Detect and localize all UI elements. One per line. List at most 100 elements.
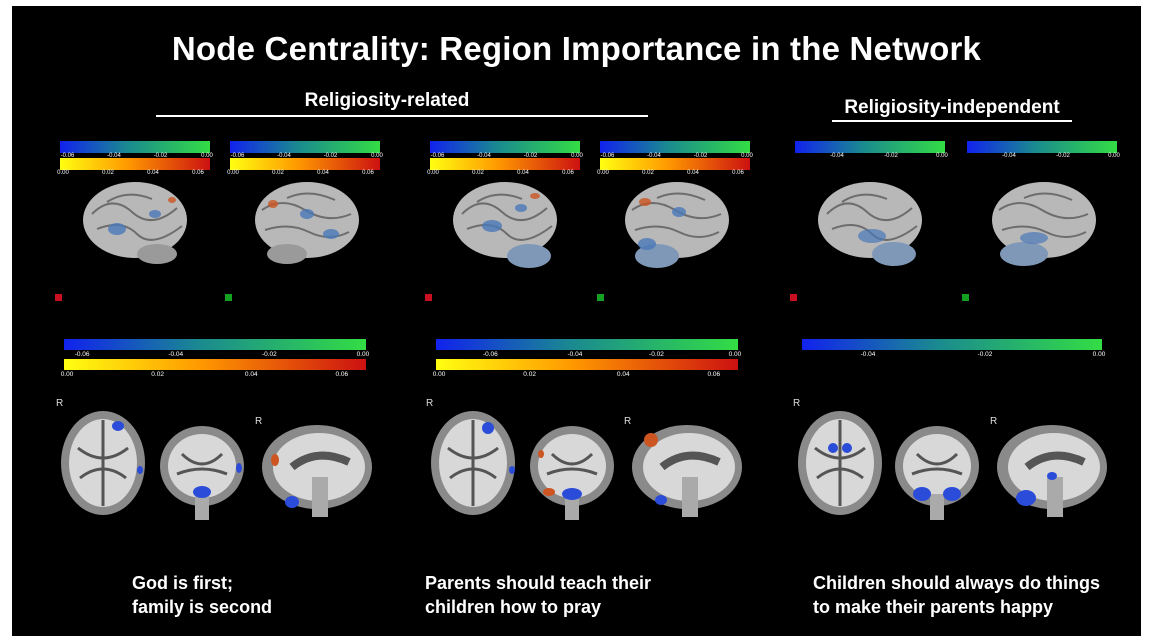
tick-label: -0.04 — [567, 351, 583, 358]
marker-green — [597, 294, 604, 301]
colorbar-positive-2b: 0.00 0.02 0.04 0.06 — [597, 158, 750, 180]
colorbar-gradient — [967, 141, 1117, 153]
tick-label: 0.00 — [371, 153, 383, 159]
tick-label: 0.00 — [356, 351, 370, 358]
tick-label: -0.04 — [830, 153, 844, 159]
brain-slice-coronal-icon — [160, 426, 244, 520]
colorbar-gradient — [795, 141, 945, 153]
colorbar-gradient — [436, 339, 738, 350]
tick-label: 0.04 — [687, 170, 699, 176]
tick-label: 0.06 — [707, 371, 721, 378]
tick-label: -0.06 — [600, 153, 615, 159]
brain-surface-icon — [453, 182, 557, 268]
tick-label: 0.02 — [272, 170, 284, 176]
brain-surface-icon — [818, 182, 922, 266]
tick-label: 0.06 — [562, 170, 574, 176]
brain-slice-coronal-icon — [895, 426, 979, 520]
brain-surface-icon — [83, 182, 187, 264]
orientation-label: R — [624, 416, 632, 427]
tick-label: -0.06 — [230, 153, 245, 159]
tick-label: 0.00 — [432, 371, 446, 378]
colorbar-gradient — [430, 158, 580, 170]
colorbar-negative-1b: -0.06 -0.04 -0.02 0.00 — [230, 141, 383, 163]
tick-label: -0.04 — [277, 153, 291, 159]
tick-label: 0.00 — [728, 351, 742, 358]
tick-label: 0.04 — [616, 371, 630, 378]
caption-line: Children should always do things — [813, 573, 1101, 593]
tick-label: 0.06 — [732, 170, 744, 176]
tick-label: 0.00 — [936, 153, 948, 159]
tick-label: -0.02 — [693, 153, 708, 159]
tick-label: 0.02 — [102, 170, 114, 176]
tick-label: -0.04 — [1002, 153, 1016, 159]
caption-line: to make their parents happy — [813, 597, 1054, 617]
tick-label: 0.00 — [201, 153, 213, 159]
colorbar-negative-large-2: -0.06 -0.04 -0.02 0.00 — [436, 339, 741, 361]
colorbar-gradient — [430, 141, 580, 153]
group-label-religiosity-related: Religiosity-related — [304, 90, 470, 111]
colorbar-positive-1b: 0.00 0.02 0.04 0.06 — [227, 158, 380, 180]
tick-label: 0.00 — [1092, 351, 1106, 358]
orientation-label: R — [990, 416, 998, 427]
tick-label: 0.02 — [642, 170, 654, 176]
colorbar-negative-2a: -0.06 -0.04 -0.02 0.00 — [430, 141, 583, 163]
tick-label: -0.06 — [74, 351, 90, 358]
tick-label: 0.02 — [523, 371, 536, 378]
tick-label: 0.02 — [472, 170, 484, 176]
brain-surface-icon — [255, 182, 359, 264]
tick-label: -0.04 — [168, 351, 184, 358]
group-rule-independent — [832, 120, 1072, 122]
tick-label: 0.00 — [571, 153, 583, 159]
colorbar-positive-2a: 0.00 0.02 0.04 0.06 — [427, 158, 580, 180]
orientation-label: R — [793, 398, 801, 409]
colorbar-positive-1a: 0.00 0.02 0.04 0.06 — [57, 158, 210, 180]
caption-line: family is second — [132, 597, 273, 617]
colorbar-gradient — [64, 359, 366, 370]
slide: Node Centrality: Region Importance in th… — [12, 6, 1141, 636]
brain-slice-sagittal-icon — [997, 425, 1107, 517]
brain-slice-axial-icon — [431, 411, 515, 515]
marker-red — [425, 294, 432, 301]
colorbar-negative-3a: -0.04 -0.02 0.00 — [795, 141, 948, 163]
tick-label: 0.04 — [244, 371, 258, 378]
tick-label: 0.04 — [517, 170, 529, 176]
tick-label: -0.02 — [523, 153, 538, 159]
tick-label: -0.06 — [430, 153, 445, 159]
tick-label: 0.00 — [60, 371, 74, 378]
tick-label: -0.06 — [482, 351, 498, 358]
orientation-label: R — [255, 416, 263, 427]
marker-red — [790, 294, 797, 301]
colorbar-gradient — [64, 339, 366, 350]
colorbar-gradient — [600, 141, 750, 153]
group-rule-related — [156, 115, 648, 117]
colorbar-gradient — [436, 359, 738, 370]
colorbar-negative-2b: -0.06 -0.04 -0.02 0.00 — [600, 141, 753, 163]
tick-label: 0.06 — [192, 170, 204, 176]
colorbar-positive-large-2: 0.00 0.02 0.04 0.06 — [432, 359, 738, 381]
tick-label: 0.04 — [147, 170, 159, 176]
orientation-label: R — [56, 398, 64, 409]
caption-line: God is first; — [132, 573, 234, 593]
tick-label: -0.02 — [649, 351, 664, 358]
colorbar-positive-large-1: 0.00 0.02 0.04 0.06 — [60, 359, 366, 381]
colorbar-gradient — [802, 339, 1102, 350]
brain-slice-sagittal-icon — [632, 425, 742, 517]
tick-label: -0.02 — [977, 351, 993, 358]
tick-label: -0.02 — [1056, 153, 1070, 159]
tick-label: -0.02 — [884, 153, 898, 159]
tick-label: 0.04 — [317, 170, 329, 176]
tick-label: -0.04 — [647, 153, 661, 159]
brain-slice-axial-icon — [61, 411, 145, 515]
tick-label: 0.02 — [151, 371, 164, 378]
marker-green — [962, 294, 969, 301]
brain-slice-axial-icon — [798, 411, 882, 515]
caption-1: God is first; family is second — [132, 571, 272, 619]
colorbar-gradient — [230, 158, 380, 170]
caption-line: Parents should teach their — [425, 573, 652, 593]
tick-label: 0.00 — [57, 170, 69, 176]
tick-label: -0.02 — [153, 153, 168, 159]
tick-label: -0.04 — [477, 153, 491, 159]
group-label-religiosity-independent: Religiosity-independent — [844, 97, 1060, 118]
colorbar-negative-large-1: -0.06 -0.04 -0.02 0.00 — [64, 339, 369, 361]
